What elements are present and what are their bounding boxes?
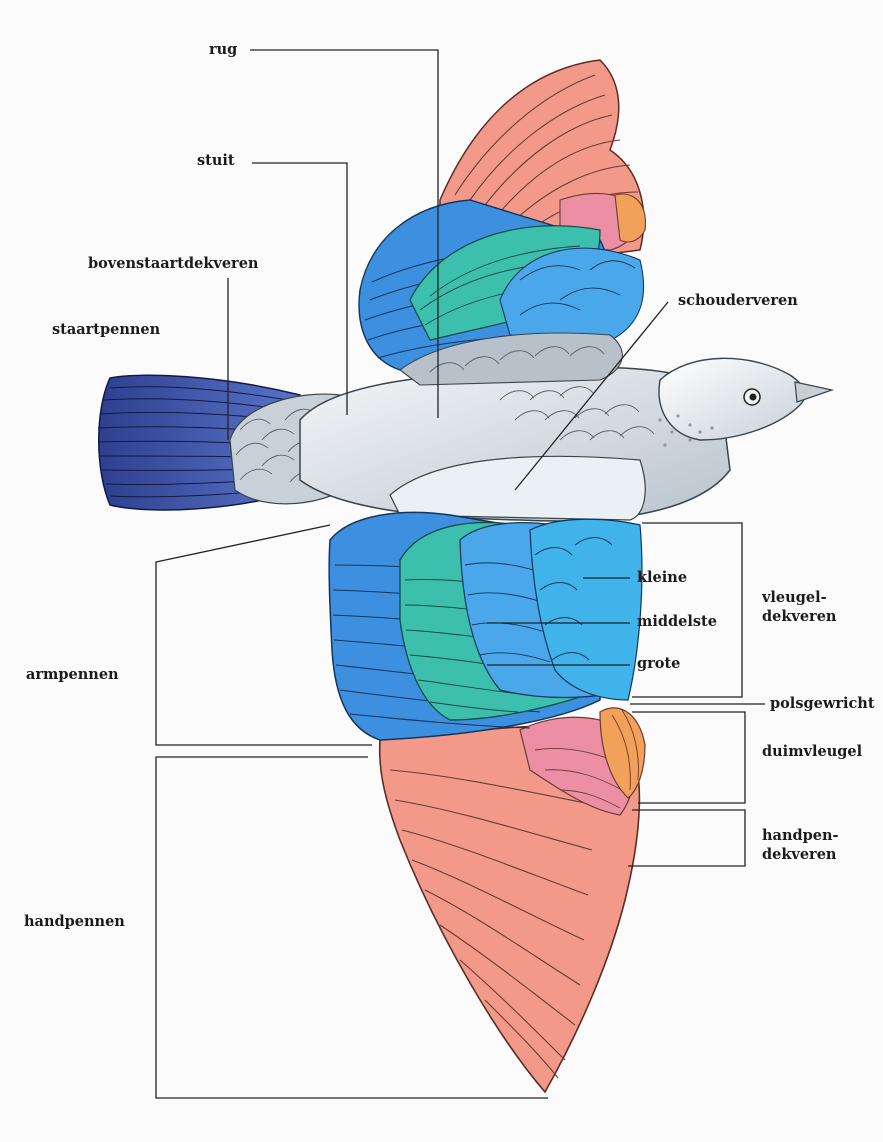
body bbox=[230, 333, 832, 521]
label-armpennen: armpennen bbox=[26, 665, 119, 684]
label-middelste: middelste bbox=[637, 612, 717, 631]
label-bovenstaartdekveren: bovenstaartdekveren bbox=[88, 254, 258, 273]
label-rug: rug bbox=[209, 40, 237, 59]
label-kleine: kleine bbox=[637, 568, 687, 587]
label-staartpennen: staartpennen bbox=[52, 320, 160, 339]
lower-wing bbox=[329, 512, 645, 1092]
label-vleugeldekveren: vleugel- dekveren bbox=[762, 588, 836, 626]
label-stuit: stuit bbox=[197, 151, 235, 170]
label-handpennen: handpennen bbox=[24, 912, 125, 931]
upper-wing bbox=[359, 60, 645, 370]
label-schouderveren: schouderveren bbox=[678, 291, 798, 310]
label-duimvleugel: duimvleugel bbox=[762, 742, 862, 761]
label-grote: grote bbox=[637, 654, 680, 673]
label-polsgewricht: polsgewricht bbox=[770, 694, 875, 713]
label-handpendekveren: handpen- dekveren bbox=[762, 826, 839, 864]
